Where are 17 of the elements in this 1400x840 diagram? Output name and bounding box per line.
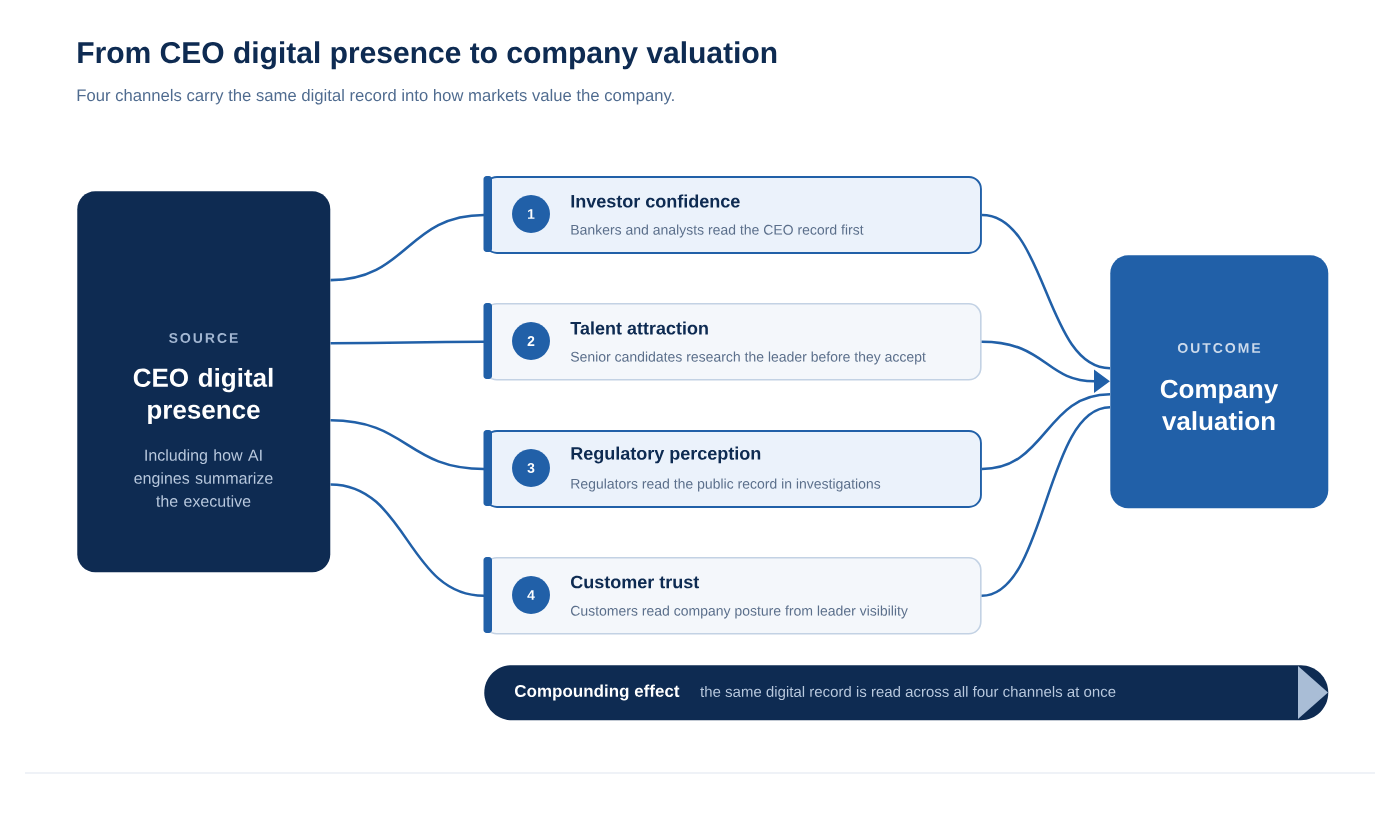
panel-description: Including how AI engines summarize the executive: [134, 449, 273, 507]
section-label: SOURCE: [169, 333, 238, 343]
card-title: Regulatory perception: [571, 446, 761, 464]
section-label: OUTCOME: [1177, 343, 1261, 353]
card-description: Regulators read the public record in investigations: [571, 478, 881, 492]
banner-text: the same digital record is read across all four channels at once: [700, 686, 1116, 700]
banner-title: Compounding effect: [514, 684, 680, 701]
card-description: Senior candidates research the leader before they accept: [570, 351, 926, 365]
subtitle: Four channels carry the same digital record into how markets value the company.: [77, 88, 674, 105]
panel-heading: Company valuation: [1160, 379, 1279, 431]
card-description: Bankers and analysts read the CEO record first: [571, 224, 864, 238]
card-title: Talent attraction: [570, 321, 708, 335]
title: From CEO digital presence to company valuation: [78, 41, 777, 70]
panel-heading: CEO digital presence: [133, 367, 273, 425]
card-title: Investor confidence: [571, 194, 740, 208]
card-title: Customer trust: [571, 575, 700, 589]
card-description: Customers read company posture from leader visibility: [571, 605, 908, 619]
